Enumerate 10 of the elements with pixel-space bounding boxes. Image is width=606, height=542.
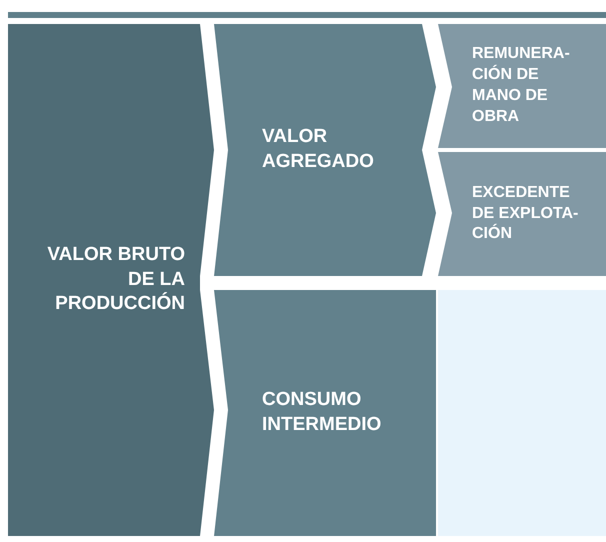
chevron-block [8, 24, 214, 536]
block-label: VALOR AGREGADO [262, 125, 375, 174]
block-label: EXCEDENTE DE EXPLOTA- CIÓN [472, 182, 580, 244]
chevron-block [438, 152, 606, 276]
chevron-block [214, 290, 436, 536]
block-label: CONSUMO INTERMEDIO [262, 388, 382, 437]
chevron-block [214, 24, 436, 276]
block-label: VALOR BRUTO DE LA PRODUCCIÓN [46, 242, 185, 316]
chevron-block [438, 24, 606, 148]
block-label: REMUNERA- CIÓN DE MANO DE OBRA [472, 44, 571, 127]
